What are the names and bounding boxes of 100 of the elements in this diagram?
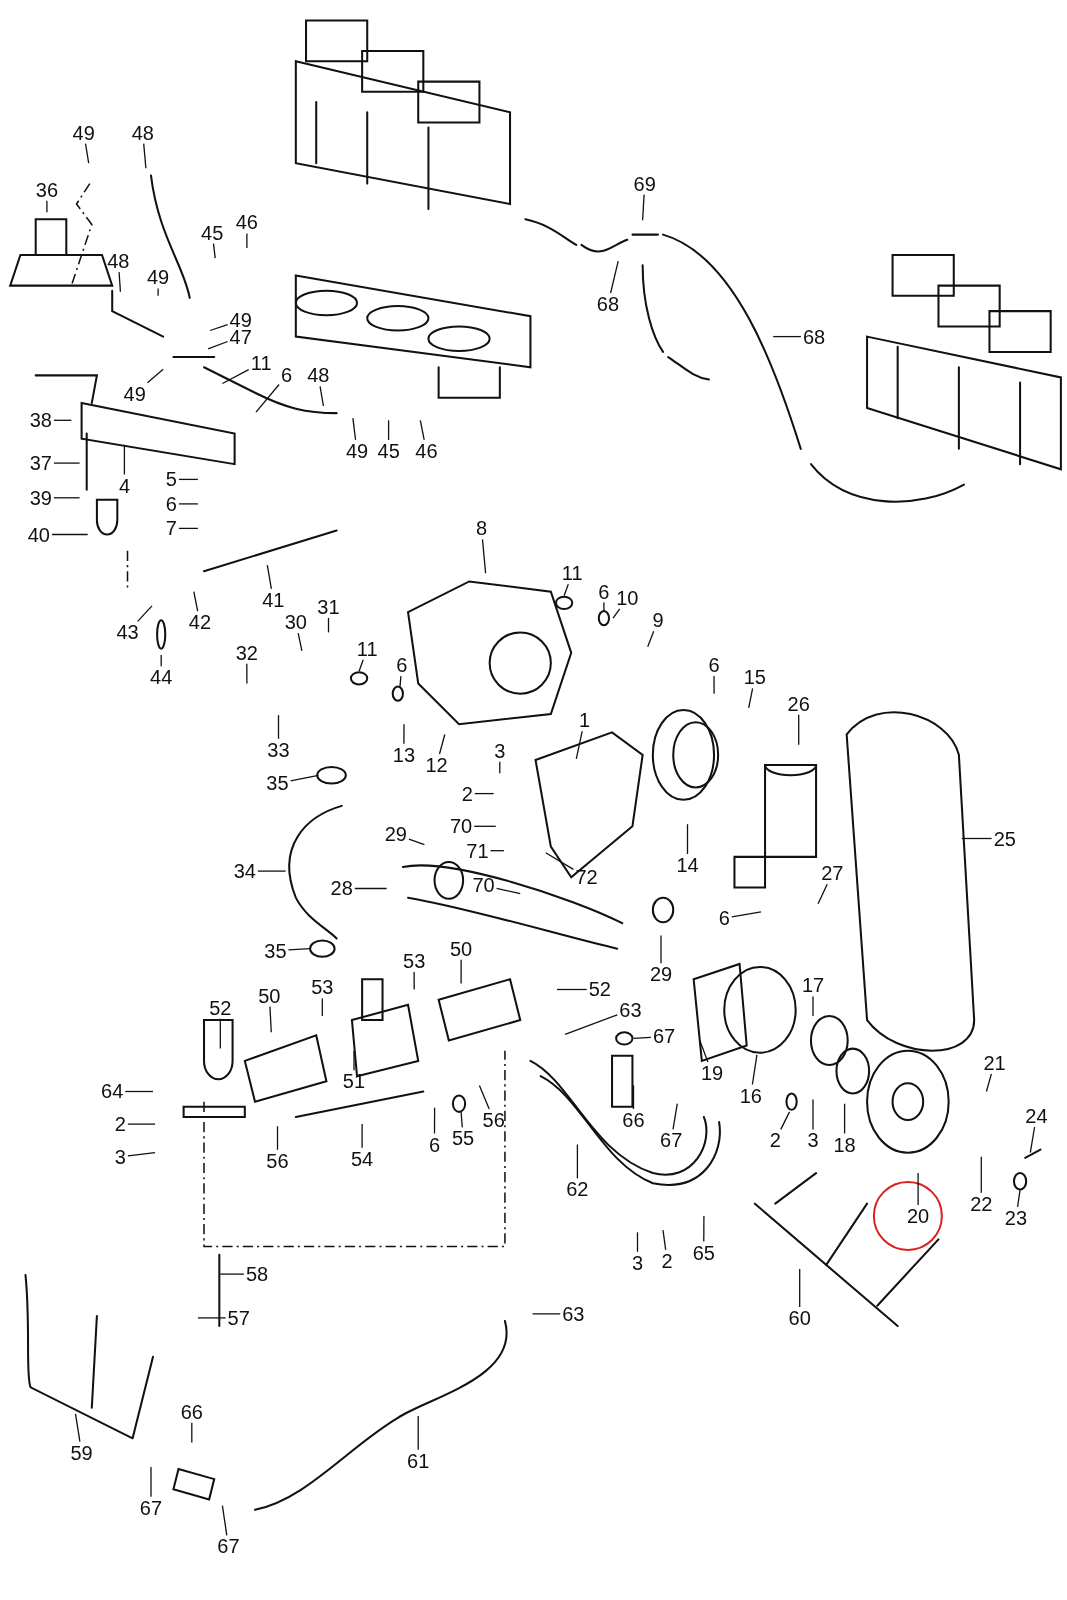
callout-number: 34 <box>233 861 256 882</box>
callout-number: 43 <box>116 622 139 643</box>
callout-number: 52 <box>588 979 611 1000</box>
leader-line <box>137 605 153 623</box>
callout-number: 21 <box>983 1052 1006 1073</box>
leader-line <box>387 419 390 441</box>
callout-number: 6 <box>281 365 293 386</box>
leader-line <box>246 663 248 685</box>
callout-number: 45 <box>377 440 400 461</box>
leader-line <box>46 200 48 213</box>
callout-number: 39 <box>29 487 52 508</box>
callout-number: 46 <box>415 440 438 461</box>
leader-line <box>74 1413 81 1443</box>
leader-line <box>556 988 588 991</box>
leader-line <box>321 997 323 1017</box>
leader-line <box>699 1039 709 1063</box>
callout-number: 6 <box>718 908 730 929</box>
callout-number: 71 <box>466 840 489 861</box>
callout-number: 49 <box>72 122 95 143</box>
leader-line <box>53 419 73 421</box>
callout-number: 10 <box>616 587 639 608</box>
leader-line <box>191 1422 193 1444</box>
leader-line <box>51 533 89 536</box>
callout-number: 6 <box>165 493 177 514</box>
leader-line <box>419 419 425 441</box>
leader-line <box>276 1125 279 1151</box>
leader-line <box>413 971 415 991</box>
callout-number: 55 <box>452 1128 475 1149</box>
callout-number: 70 <box>472 875 495 896</box>
leader-line <box>772 335 802 338</box>
callout-number: 48 <box>107 251 130 272</box>
leader-line <box>354 887 388 890</box>
leader-line <box>575 730 583 760</box>
callout-number: 8 <box>475 518 488 539</box>
callout-number: 6 <box>396 655 408 676</box>
leader-line <box>319 385 325 407</box>
callout-number: 49 <box>345 440 369 461</box>
leader-line <box>703 1215 705 1243</box>
callout-number: 42 <box>188 612 212 633</box>
leader-line <box>917 1172 919 1206</box>
leader-line <box>843 1103 846 1135</box>
leader-line <box>460 959 462 985</box>
callout-number: 3 <box>807 1130 819 1151</box>
callout-number: 12 <box>425 755 448 776</box>
leader-line <box>609 260 619 294</box>
leader-line <box>612 608 621 619</box>
leader-line <box>287 948 311 951</box>
leader-line <box>660 934 662 964</box>
callout-number: 59 <box>70 1442 93 1463</box>
callout-number: 63 <box>562 1303 585 1324</box>
callout-number: 3 <box>114 1146 126 1167</box>
leader-line <box>358 659 364 672</box>
callout-number: 7 <box>165 518 177 539</box>
leader-line <box>221 369 250 385</box>
callout-number: 57 <box>227 1307 250 1328</box>
leader-line <box>212 242 216 259</box>
callout-number: 3 <box>632 1252 644 1273</box>
callout-number: 36 <box>35 179 59 200</box>
leader-line <box>257 870 287 872</box>
leader-line <box>124 1090 154 1093</box>
callout-number: 18 <box>833 1134 856 1155</box>
leader-line <box>980 1156 982 1194</box>
callout-number: 67 <box>660 1130 683 1151</box>
callout-number: 19 <box>700 1063 724 1084</box>
callout-number: 33 <box>267 739 290 760</box>
callout-number: 49 <box>123 383 146 404</box>
callout-number: 3 <box>494 740 506 761</box>
leader-line <box>255 383 280 413</box>
callout-number: 31 <box>317 596 340 617</box>
leader-line <box>799 1268 801 1308</box>
leader-line <box>408 838 426 846</box>
leader-line <box>1029 1126 1036 1154</box>
callout-number: 29 <box>649 964 673 985</box>
leader-line <box>352 417 357 441</box>
callout-number: 52 <box>209 997 232 1018</box>
callout-number: 61 <box>407 1450 430 1471</box>
callout-number: 40 <box>27 524 50 545</box>
callout-number: 50 <box>258 985 281 1006</box>
callout-number: 63 <box>619 999 642 1020</box>
callout-number: 72 <box>575 867 598 888</box>
leader-line <box>221 1504 228 1537</box>
leader-line <box>118 271 122 293</box>
callout-number: 2 <box>461 783 473 804</box>
callout-number: 25 <box>993 828 1016 849</box>
leader-line <box>219 1018 221 1050</box>
callout-number: 58 <box>245 1264 269 1285</box>
leader-line <box>780 1111 791 1131</box>
callout-number: 56 <box>266 1150 289 1171</box>
callout-number: 66 <box>180 1401 203 1422</box>
callout-number: 35 <box>264 940 287 961</box>
callout-number: 45 <box>201 222 224 243</box>
leader-line <box>632 1036 652 1040</box>
leader-line <box>985 1073 993 1093</box>
callout-number: 28 <box>330 878 353 899</box>
leader-line <box>399 675 402 689</box>
leader-line <box>961 837 993 840</box>
callout-number: 11 <box>356 638 378 659</box>
leader-line <box>193 590 199 612</box>
leader-line <box>632 1084 635 1110</box>
leader-line <box>713 675 715 695</box>
